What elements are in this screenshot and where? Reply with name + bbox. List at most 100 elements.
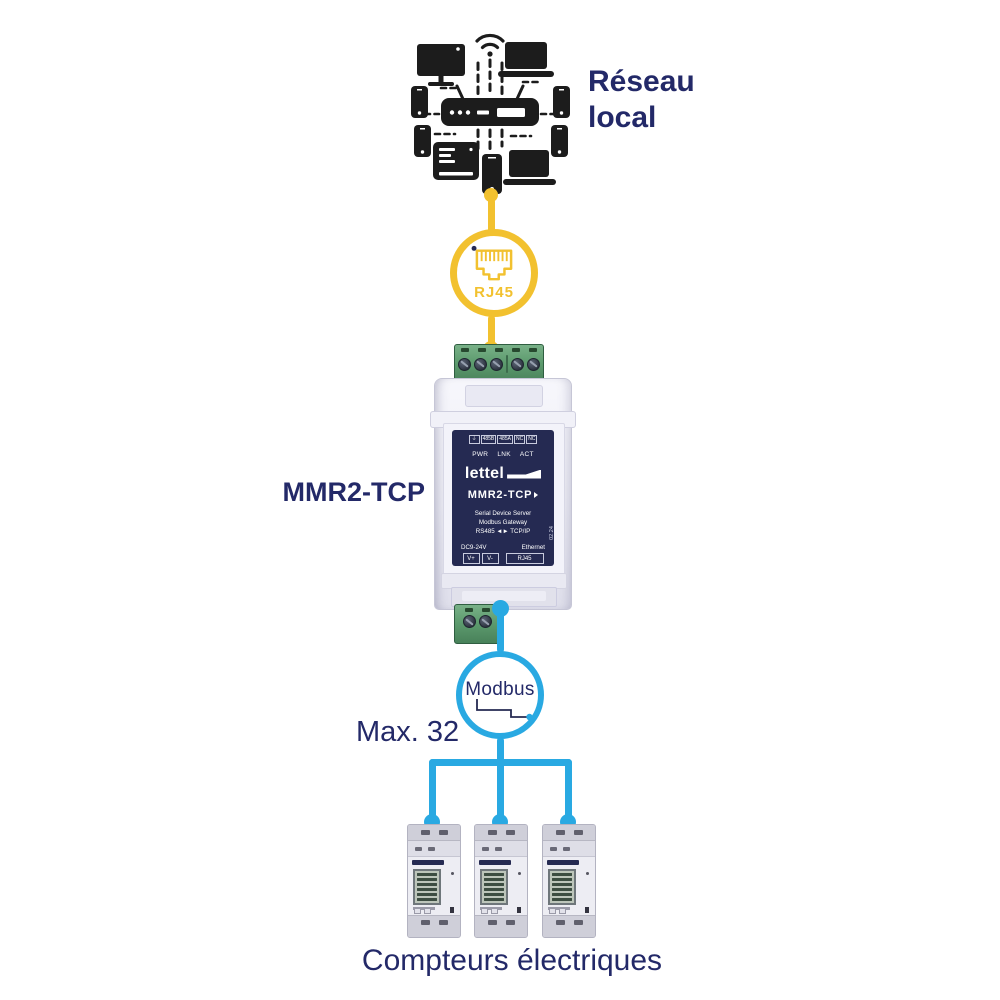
meter-led [518, 872, 521, 875]
meter-button [549, 908, 556, 914]
brand-logo-text: lettel [464, 465, 505, 482]
terminal-label-rj45: RJ45 [505, 553, 544, 564]
terminal-label-nc1: NC [513, 435, 526, 444]
terminal-label-vplus: V+ [462, 553, 480, 564]
gateway-side-label: MMR2-TCP [282, 477, 426, 507]
led-label-lnk: LNK [497, 451, 511, 458]
screw-icon [474, 357, 487, 371]
meter-lcd-display [413, 869, 441, 905]
meter-face [408, 857, 460, 915]
rj45-node: RJ45 [450, 229, 538, 317]
meter-ir-port [585, 907, 589, 913]
meter-face [475, 857, 527, 915]
terminal-label-gnd: ⏚ [468, 435, 480, 444]
brand-swoosh-icon [507, 469, 542, 479]
meter-lcd-display [548, 869, 576, 905]
terminal-screws [455, 615, 499, 628]
model-arrow-icon [534, 492, 539, 498]
terminal-divider [506, 355, 508, 373]
bus-branch-center [497, 759, 504, 822]
gateway-terminal-block-top [454, 344, 544, 384]
electric-meter-1 [407, 824, 461, 938]
rj45-jack-icon [471, 245, 513, 281]
terminal-slots [455, 608, 499, 612]
electric-meter-2 [474, 824, 528, 938]
network-label-line1: Réseau [588, 65, 695, 98]
meter-button [491, 908, 498, 914]
blue-connection-dot-top [492, 600, 509, 617]
gateway-face: ⏚ 485B 485A NC NC PWR LNK ACT lettel MMR… [443, 423, 565, 575]
meter-button [424, 908, 431, 914]
terminal-slots [455, 348, 543, 352]
electric-meter-3 [542, 824, 596, 938]
rj45-node-label: RJ45 [474, 284, 514, 301]
meter-bottom-terminals [543, 915, 595, 937]
terminal-label-485b: 485B [480, 435, 497, 444]
meters-caption: Compteurs électriques [361, 944, 663, 977]
meter-step [543, 841, 595, 857]
meter-logo [412, 860, 444, 865]
meter-logo [547, 860, 579, 865]
bus-max-label: Max. 32 [356, 716, 460, 748]
terminal-label-vminus: V- [481, 553, 499, 564]
meter-button [559, 908, 566, 914]
meter-bottom-terminals [475, 915, 527, 937]
gateway-label-panel: ⏚ 485B 485A NC NC PWR LNK ACT lettel MMR… [452, 430, 555, 566]
meter-button [481, 908, 488, 914]
blue-connector-line-upper [497, 612, 504, 653]
screw-icon [511, 357, 524, 371]
panel-desc-line1: Serial Device Server [474, 510, 532, 517]
screw-icon [527, 357, 540, 371]
bus-branch-left [429, 759, 436, 822]
meter-led [586, 872, 589, 875]
yellow-connector-line-lower [488, 315, 495, 349]
panel-model: MMR2-TCP [452, 489, 554, 501]
modbus-node-label: Modbus [465, 679, 535, 700]
ethernet-label: Ethernet [521, 544, 545, 551]
meter-step [408, 841, 460, 857]
gateway-bottom-recess [462, 591, 546, 601]
meter-ir-port [450, 907, 454, 913]
terminal-label-nc2: NC [526, 435, 538, 444]
meter-top-terminals [475, 825, 527, 841]
panel-led-labels: PWR LNK ACT [452, 451, 554, 458]
meter-top-terminals [543, 825, 595, 841]
modbus-node: Modbus [456, 651, 544, 739]
network-label: Réseau local [588, 64, 695, 136]
panel-model-text: MMR2-TCP [467, 489, 533, 501]
network-cluster-icon [411, 33, 570, 194]
terminal-label-485a: 485A [497, 435, 513, 444]
meter-button [414, 908, 421, 914]
panel-desc-line2: Modbus Gateway [478, 519, 528, 526]
meter-logo [479, 860, 511, 865]
screw-icon [478, 615, 492, 628]
panel-terminal-labels: ⏚ 485B 485A NC NC [452, 435, 554, 444]
blue-connector-line-mid [497, 737, 504, 765]
screw-icon [490, 357, 503, 371]
meter-face [543, 857, 595, 915]
terminal-screws [455, 355, 543, 373]
screw-icon [462, 615, 476, 628]
gateway-device: ⏚ 485B 485A NC NC PWR LNK ACT lettel MMR… [430, 378, 576, 610]
panel-io-labels: DC9-24V Ethernet [452, 544, 554, 551]
yellow-connector-line-upper [488, 198, 495, 234]
led-label-act: ACT [519, 451, 534, 458]
meter-top-terminals [408, 825, 460, 841]
brand-logo: lettel [452, 465, 554, 482]
yellow-connection-dot-top [484, 188, 498, 202]
panel-description: Serial Device Server Modbus Gateway RS48… [452, 509, 554, 536]
power-label: DC9-24V [461, 544, 487, 551]
bus-branch-right [565, 759, 572, 822]
meter-step [475, 841, 527, 857]
meter-led [451, 872, 454, 875]
meter-lcd-display [480, 869, 508, 905]
meter-bottom-terminals [408, 915, 460, 937]
panel-desc-line3: RS485 ◄► TCP/IP [475, 528, 531, 535]
meter-ir-port [517, 907, 521, 913]
panel-bottom-terminal-labels: V+ V- RJ45 [452, 553, 554, 564]
led-label-pwr: PWR [472, 451, 489, 458]
screw-icon [458, 357, 471, 371]
gateway-top-recess [465, 385, 543, 407]
network-label-line2: local [588, 101, 657, 134]
